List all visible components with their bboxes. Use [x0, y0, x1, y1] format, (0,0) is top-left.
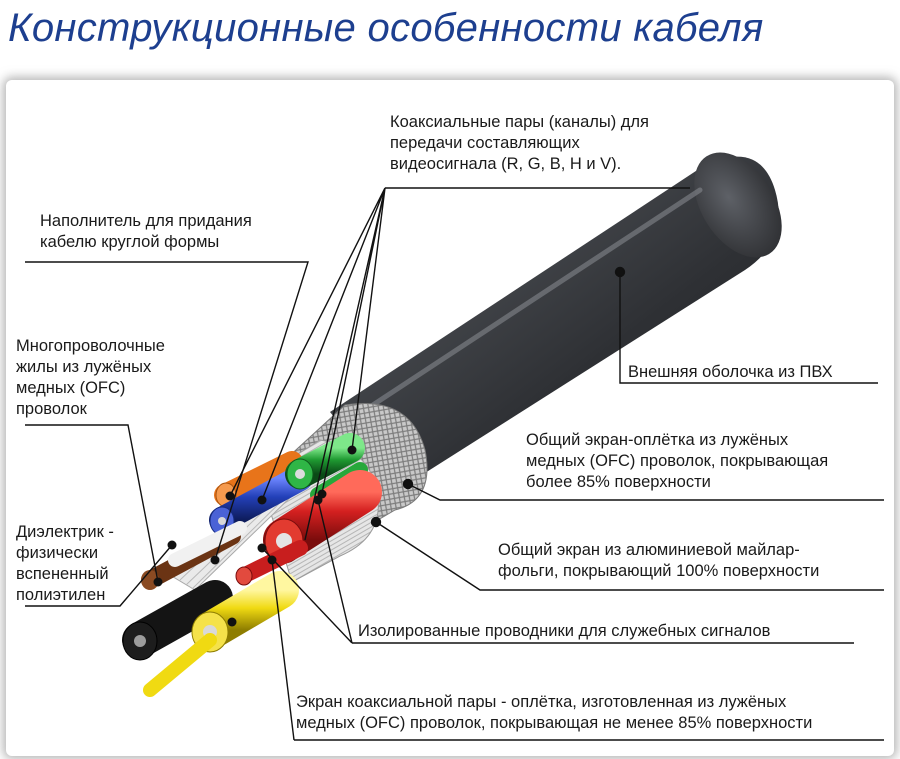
label-foil-shield: Общий экран из алюминиевой майлар- фольг… [498, 541, 820, 580]
page-title: Конструкционные особенности кабеля [8, 6, 764, 50]
label-stranded: Многопроволочные жилы из лужёных медных … [16, 337, 165, 418]
leader-foil-shield [375, 521, 884, 591]
label-coax-pairs: Коаксиальные пары (каналы) для передачи … [390, 113, 649, 173]
leader-outer-jacket [619, 270, 878, 384]
outer-jacket [330, 152, 782, 492]
leader-stranded [25, 424, 159, 583]
label-dielectric: Диэлектрик - физически вспененный полиэт… [16, 523, 114, 604]
label-insulated: Изолированные проводники для служебных с… [358, 622, 771, 640]
leader-filler [25, 261, 309, 561]
leader-dielectric [25, 544, 173, 607]
label-outer-jacket: Внешняя оболочка из ПВХ [628, 363, 833, 381]
leader-lines [25, 187, 884, 741]
leader-coax-shield-up [271, 559, 295, 741]
leader-overall-braid [407, 483, 884, 501]
label-coax-shield: Экран коаксиальной пары - оплётка, изгот… [296, 693, 813, 732]
pointer-dots [153, 445, 357, 627]
label-overall-braid: Общий экран-оплётка из лужёных медных (O… [526, 431, 829, 491]
label-filler: Наполнитель для придания кабелю круглой … [40, 212, 252, 251]
leader-coax-pairs [229, 187, 386, 541]
leader-insulated-fan [261, 499, 353, 644]
